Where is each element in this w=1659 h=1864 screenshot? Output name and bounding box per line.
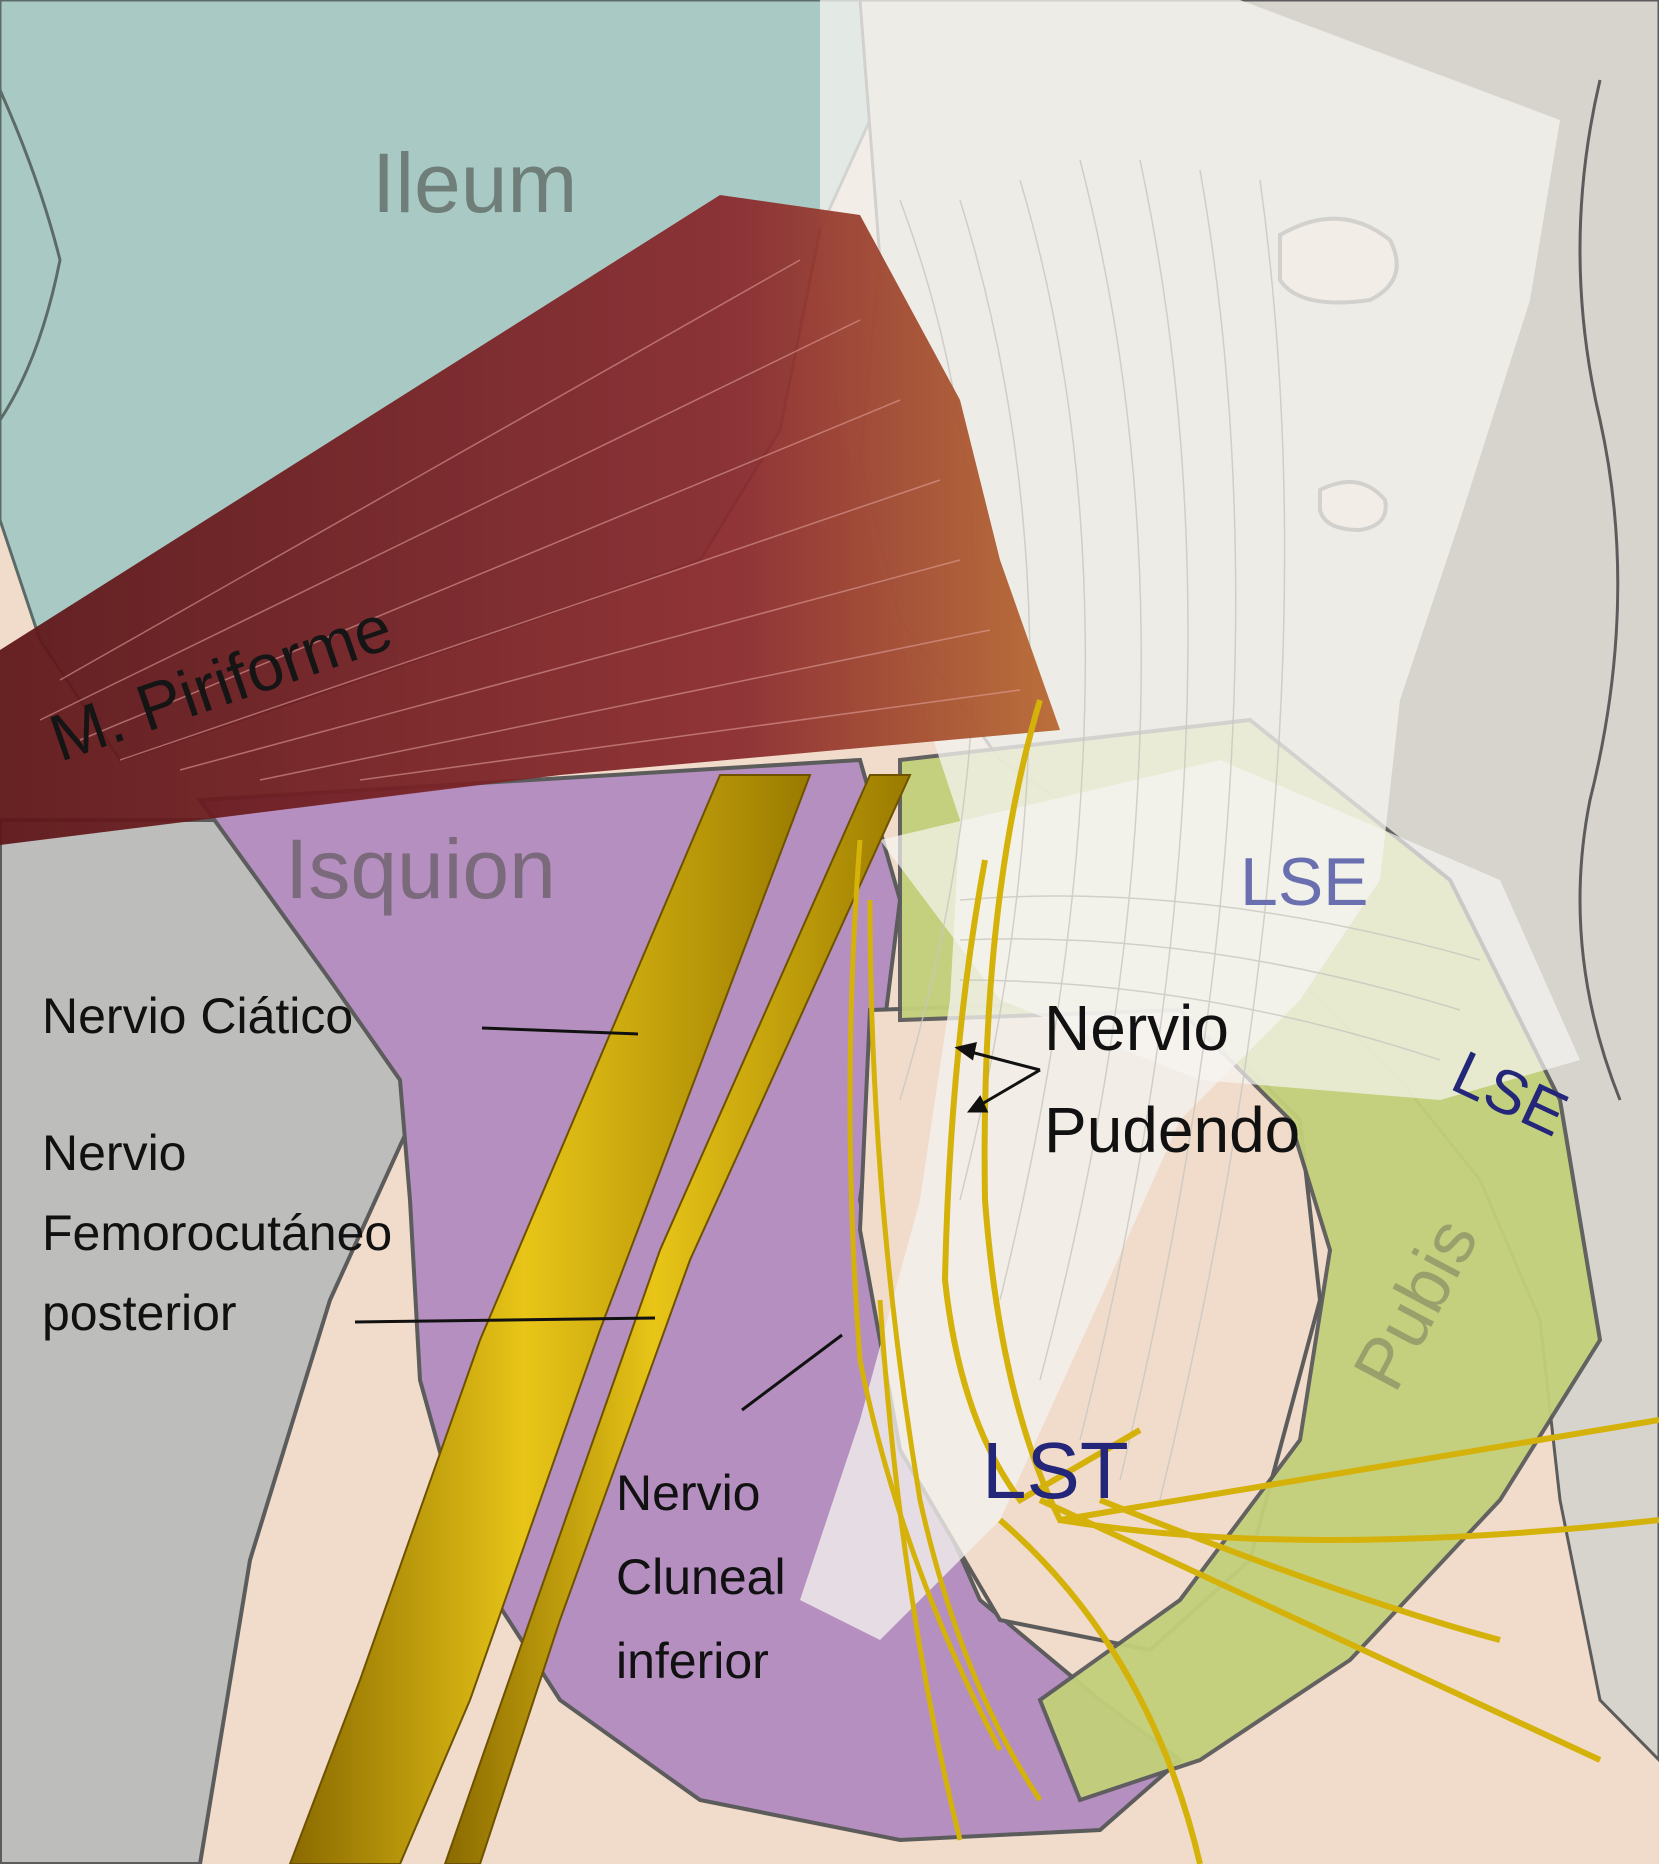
lse-upper-label: LSE	[1240, 844, 1369, 920]
cluneal-label-line2: Cluneal	[616, 1549, 786, 1605]
ileum-fold-line	[0, 89, 62, 421]
piriformis-muscle	[0, 195, 1060, 845]
sacrospinous-ligament	[880, 760, 1580, 1100]
cluneal-leader-line	[741, 1333, 843, 1412]
isquion-label: Isquion	[285, 822, 556, 916]
pudendal-nerve-branches	[941, 699, 1659, 1864]
femoro-label-line3: posterior	[42, 1285, 237, 1341]
cluneal-label-line3: inferior	[616, 1633, 769, 1689]
ciatico-leader-line	[481, 1026, 639, 1036]
posterior-femoral-cutaneous-nerve	[443, 774, 912, 1864]
ligament-fibers	[899, 159, 1481, 1501]
lst-label: LST	[982, 1426, 1129, 1515]
cluneal-label-line1: Nervio	[616, 1465, 760, 1521]
femoro-label-line1: Nervio	[42, 1125, 186, 1181]
pudendo-label-line1: Nervio	[1044, 992, 1229, 1064]
ciatico-label: Nervio Ciático	[42, 988, 353, 1044]
pudendo-label-line2: Pudendo	[1044, 1094, 1300, 1166]
femoro-label-line2: Femorocutáneo	[42, 1205, 392, 1261]
femoro-leader-line	[354, 1316, 656, 1324]
pudendo-arrows	[954, 1041, 1041, 1113]
piriformis-fibers	[39, 259, 1021, 781]
inferior-cluneal-nerve-branches	[847, 839, 1043, 1841]
sacral-ridge	[1578, 79, 1622, 1101]
ileum-label: Ileum	[372, 136, 577, 230]
